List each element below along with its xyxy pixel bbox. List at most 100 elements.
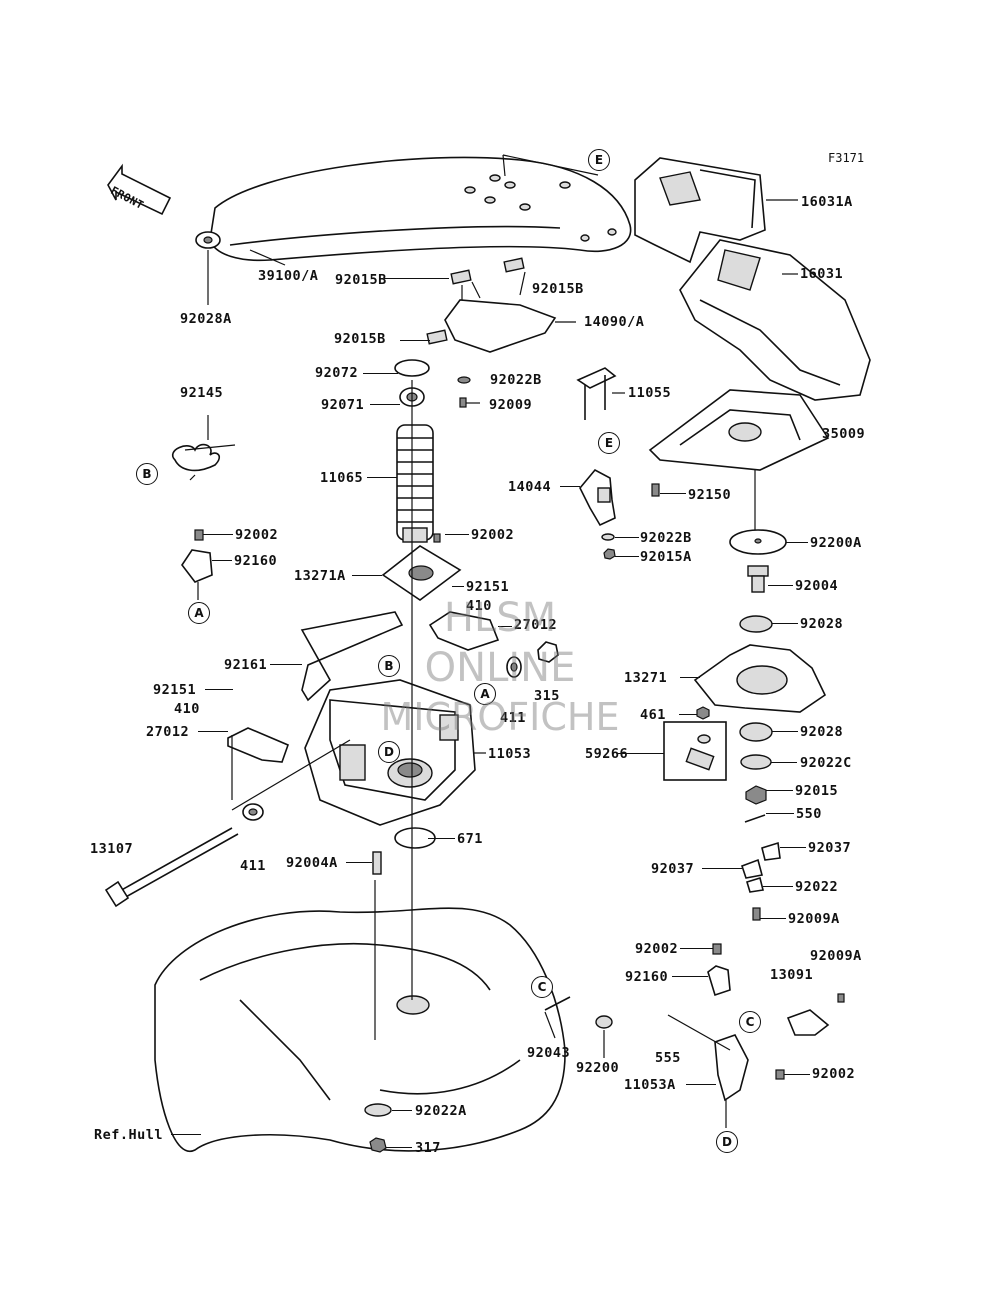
plate-13271a [381,545,462,601]
spring-92145 [171,415,236,481]
bracket-92160-lower [707,965,731,997]
ref-circle-c-right: C [739,1011,761,1033]
support-35009 [648,389,830,471]
ref-circle-c: C [531,976,553,998]
label-11053a: 11053A [624,1077,676,1093]
pad-16031a [634,157,766,264]
label-27012-1: 27012 [514,617,558,633]
watermark-line3: MICROFICHE [380,695,620,739]
ref-circle-e: E [598,432,620,454]
label-411-2: 411 [240,858,266,874]
ref-circle-d: D [716,1131,738,1153]
label-410-2: 410 [174,701,200,717]
washer-92022a [364,1103,392,1117]
label-92037-2: 92037 [651,861,695,877]
clip-27012-lower [227,727,290,763]
bolt-92002-lower [712,943,722,955]
screw-92009a [752,907,761,921]
ref-circle-a: A [188,602,210,624]
screw-92009a-lower [837,993,845,1003]
hull-outline [154,907,566,1153]
label-92022c: 92022C [800,755,852,771]
bolt-92150 [651,483,660,497]
label-317: 317 [415,1140,441,1156]
bolt-92002 [433,533,441,543]
label-11065: 11065 [320,470,364,486]
washer-92028-lower [739,722,773,742]
bracket-14090a [426,257,576,353]
label-92015b-2: 92015B [532,281,584,297]
ref-circle-b-base: B [378,655,400,677]
label-92002-4: 92002 [812,1066,856,1082]
bolt-92002-left [194,529,204,541]
label-410-1: 410 [466,598,492,614]
pin-92043 [544,996,571,1011]
front-arrow-icon [107,163,172,216]
washer-92200 [595,1015,613,1029]
label-92028-2: 92028 [800,724,844,740]
label-92004a: 92004A [286,855,338,871]
label-11053: 11053 [488,746,532,762]
watermark-line1: HLSM [443,595,557,641]
washer-92022c [740,754,772,770]
label-92160-1: 92160 [234,553,278,569]
label-92015a: 92015A [640,549,692,565]
watermark-line2: ONLINE [424,645,576,691]
label-92151-1: 92151 [466,579,510,595]
label-92200a: 92200A [810,535,862,551]
label-555: 555 [655,1050,681,1066]
label-27012-2: 27012 [146,724,190,740]
clamp-92037-a [740,858,763,879]
bolt-13107 [104,827,239,908]
label-92028a: 92028A [180,311,232,327]
pin-550 [744,814,766,823]
bar-92161 [300,611,404,702]
label-14044: 14044 [508,479,552,495]
grommet-92028a [195,231,221,305]
nut-92015a [603,548,616,560]
label-92022b-2: 92022B [640,530,692,546]
ref-circle-d-base: D [378,741,400,763]
label-92002-2: 92002 [471,527,515,543]
nut-92015 [745,785,767,805]
bracket-92160 [181,549,213,583]
label-315: 315 [534,688,560,704]
label-550: 550 [796,806,822,822]
label-92022b-1: 92022B [490,372,542,388]
clip-27012-upper [428,611,500,651]
nut-315 [537,641,559,663]
kit-59266-box [663,721,727,781]
label-92009a-1: 92009A [788,911,840,927]
ref-circle-b: B [136,463,158,485]
stud-92004 [747,565,769,593]
label-92200: 92200 [576,1060,620,1076]
bracket-13091 [786,1009,830,1036]
label-13107: 13107 [90,841,134,857]
label-92002-3: 92002 [635,941,679,957]
washer-92022b-right [601,533,615,541]
label-92037-1: 92037 [808,840,852,856]
pad-16031 [679,239,871,401]
label-92071: 92071 [321,397,365,413]
label-92043: 92043 [527,1045,571,1061]
seat-cover [209,154,632,262]
label-39100a: 39100/A [258,268,319,284]
label-92151-2: 92151 [153,682,197,698]
label-92009a-2: 92009A [810,948,862,964]
plate-13271 [693,644,827,713]
label-92028-1: 92028 [800,616,844,632]
label-92160-2: 92160 [625,969,669,985]
label-35009: 35009 [822,426,866,442]
label-92161: 92161 [224,657,268,673]
label-92072: 92072 [315,365,359,381]
label-92009: 92009 [489,397,533,413]
label-92022: 92022 [795,879,839,895]
label-92015b-1: 92015B [335,272,387,288]
screw-92009 [459,397,480,408]
label-16031a: 16031A [801,194,853,210]
ref-circle-e-top: E [588,149,610,171]
figure-code: F3171 [828,151,865,165]
label-411-1: 411 [500,710,526,726]
label-ref-hull: Ref.Hull [94,1127,164,1143]
